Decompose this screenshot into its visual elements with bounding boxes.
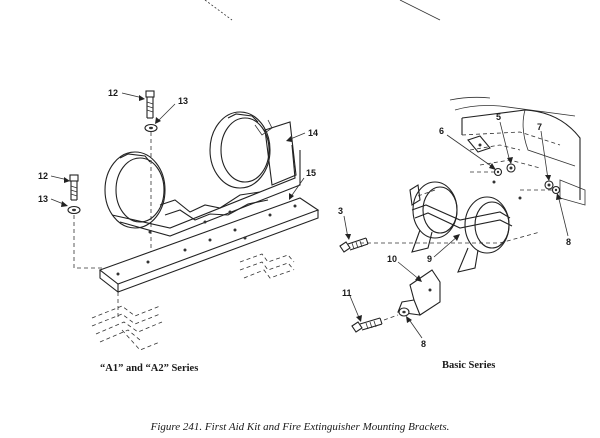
clamp-bracket-14 [104,111,301,237]
bolt-3 [339,237,369,253]
stud-7 [544,180,554,190]
series-label-basic: Basic Series [442,360,495,371]
callout-13-upper: 13 [178,96,188,106]
callout-8-upper: 8 [566,237,571,247]
alignment-dash-lines [360,171,556,244]
callout-14: 14 [308,128,318,138]
bolt-11 [351,317,383,333]
callout-7: 7 [537,122,542,132]
callout-8-lower: 8 [421,339,426,349]
floor-channel-back [239,253,295,279]
bolt-12-left [69,174,79,201]
floor-channel-front [91,292,163,351]
callout-10: 10 [387,254,397,264]
callout-15: 15 [306,168,316,178]
callout-3: 3 [338,206,343,216]
right-assembly [339,96,586,333]
extinguisher-bracket-9 [409,181,513,273]
leader-dash-bolt-11 [383,314,399,321]
washer-8-lower [398,307,410,317]
callout-13-left: 13 [38,194,48,204]
callout-12-left: 12 [38,171,48,181]
callout-12-upper: 12 [108,88,118,98]
mounting-plate-15 [98,197,320,294]
left-assembly [67,90,320,351]
stud-5 [506,163,516,173]
callout-5: 5 [496,112,501,122]
bolt-12-upper [145,90,155,119]
top-diagonal-lines [204,0,441,21]
leader-dash-left [73,215,110,269]
callout-9: 9 [427,254,432,264]
callout-11: 11 [342,288,352,298]
callout-6: 6 [439,126,444,136]
washer-13-left [67,205,81,215]
callout-leaders [50,92,569,339]
figure-caption: Figure 241. First Aid Kit and Fire Extin… [150,421,450,433]
washer-13-upper [144,123,158,133]
series-label-a1-a2: “A1” and “A2” Series [100,363,198,374]
